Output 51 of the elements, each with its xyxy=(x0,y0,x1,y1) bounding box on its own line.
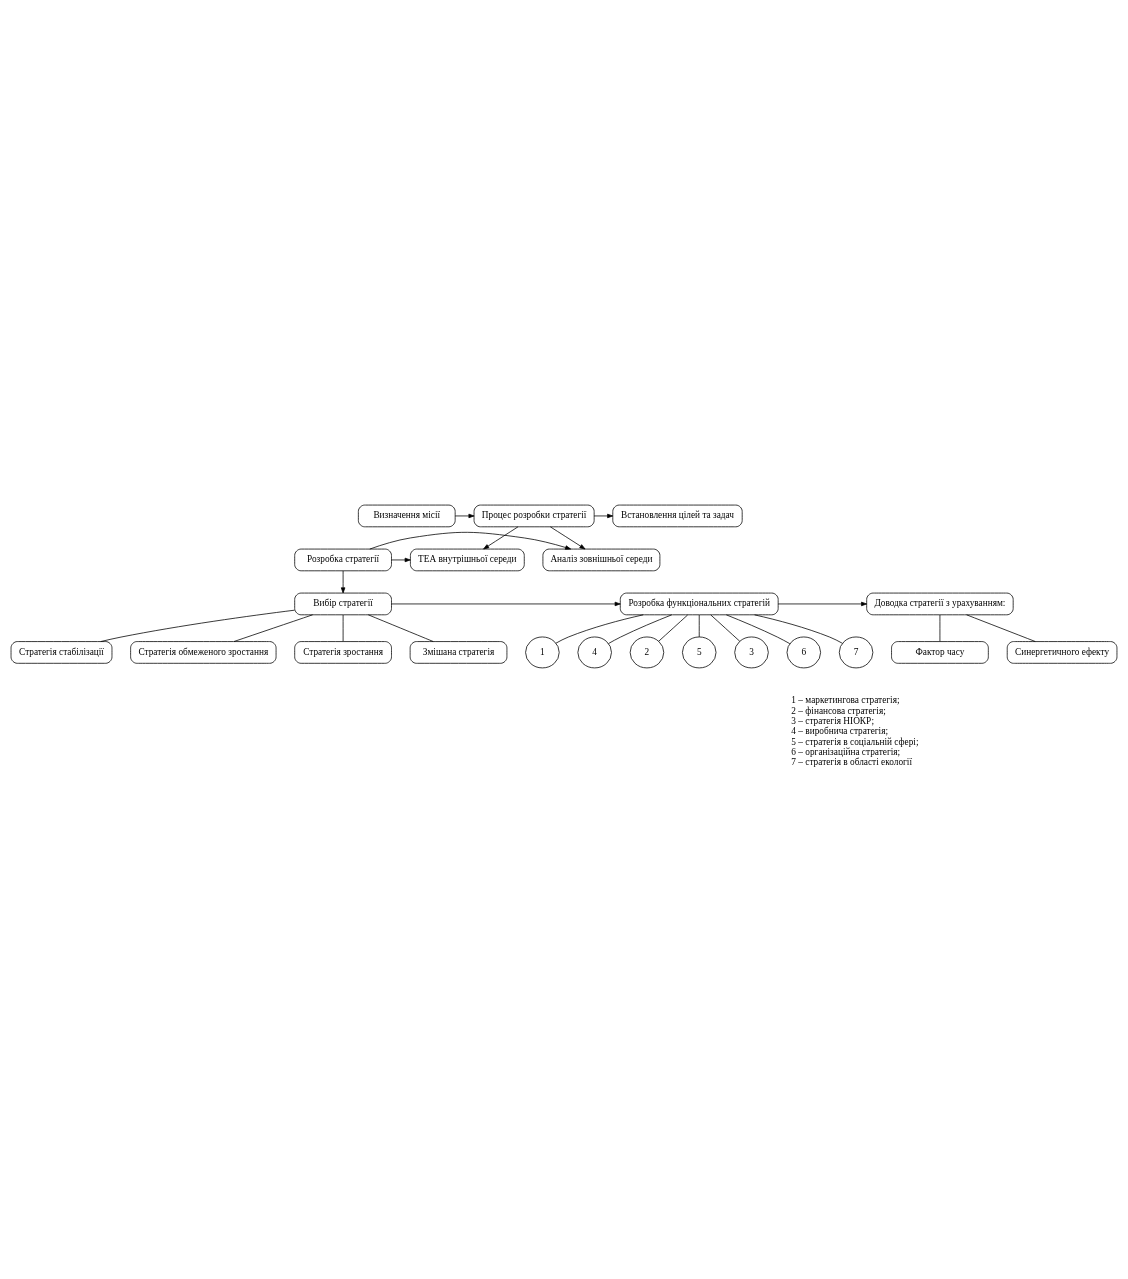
connector xyxy=(658,614,688,642)
node-box: Розробка функціональних стратегій xyxy=(619,592,779,616)
node-box: Синергетичного ефекту xyxy=(1006,641,1118,664)
node-box: Аналіз зовнішньої середи xyxy=(542,548,661,572)
node-box: Змішана стратегія xyxy=(409,641,508,664)
node-box: Процес розробки стратегії xyxy=(473,504,595,528)
arrow xyxy=(369,531,572,550)
connector xyxy=(342,614,344,642)
connector xyxy=(698,614,700,638)
connector xyxy=(725,614,791,645)
node-circle: 1 xyxy=(525,636,560,669)
node-box: Стратегія зростання xyxy=(294,641,392,664)
connector xyxy=(233,614,313,642)
connector xyxy=(555,614,644,644)
node-circle: 2 xyxy=(629,636,665,669)
node-circle: 3 xyxy=(734,636,769,669)
arrow xyxy=(454,513,475,519)
connector xyxy=(710,614,741,642)
connector xyxy=(754,614,843,644)
label: 1 – маркетингова стратегія; xyxy=(791,695,900,706)
connector xyxy=(608,614,673,644)
label: 4 – виробнича стратегія; xyxy=(791,726,889,737)
connector xyxy=(367,614,434,642)
node-box: Розробка стратегії xyxy=(294,548,392,572)
node-box: ТЕА внутрішньої середи xyxy=(410,548,525,572)
connector xyxy=(100,609,295,642)
connector xyxy=(966,614,1036,642)
arrow xyxy=(550,526,586,550)
label: 5 – стратегія в соціальній сфері; xyxy=(791,736,919,747)
node-box: Доводка стратегії з урахуванням: xyxy=(866,592,1014,616)
node-box: Фактор часу xyxy=(891,641,989,664)
label: 2 – фінансова стратегія; xyxy=(791,705,886,716)
node-box: Вибір стратегії xyxy=(294,592,392,616)
node-box: Стратегія стабілізації xyxy=(10,641,113,664)
connector xyxy=(939,614,941,642)
arrow xyxy=(391,557,411,563)
node-circle: 6 xyxy=(786,636,821,669)
node-circle: 4 xyxy=(577,636,612,669)
arrow xyxy=(593,513,614,519)
arrow xyxy=(340,570,346,594)
node-box: Встановлення цілей та задач xyxy=(612,504,743,528)
label: 7 – стратегія в області екології xyxy=(791,757,913,768)
label: 6 – організаційна стратегія; xyxy=(791,746,901,757)
arrow xyxy=(777,601,868,607)
node-box: Визначення місії xyxy=(358,504,456,528)
label: 3 – стратегія НІОКР; xyxy=(791,715,875,726)
node-circle: 7 xyxy=(838,636,874,669)
arrow xyxy=(483,526,519,550)
arrow xyxy=(391,601,621,607)
node-circle: 5 xyxy=(682,636,717,669)
node-box: Стратегія обмеженого зростання xyxy=(130,641,277,664)
